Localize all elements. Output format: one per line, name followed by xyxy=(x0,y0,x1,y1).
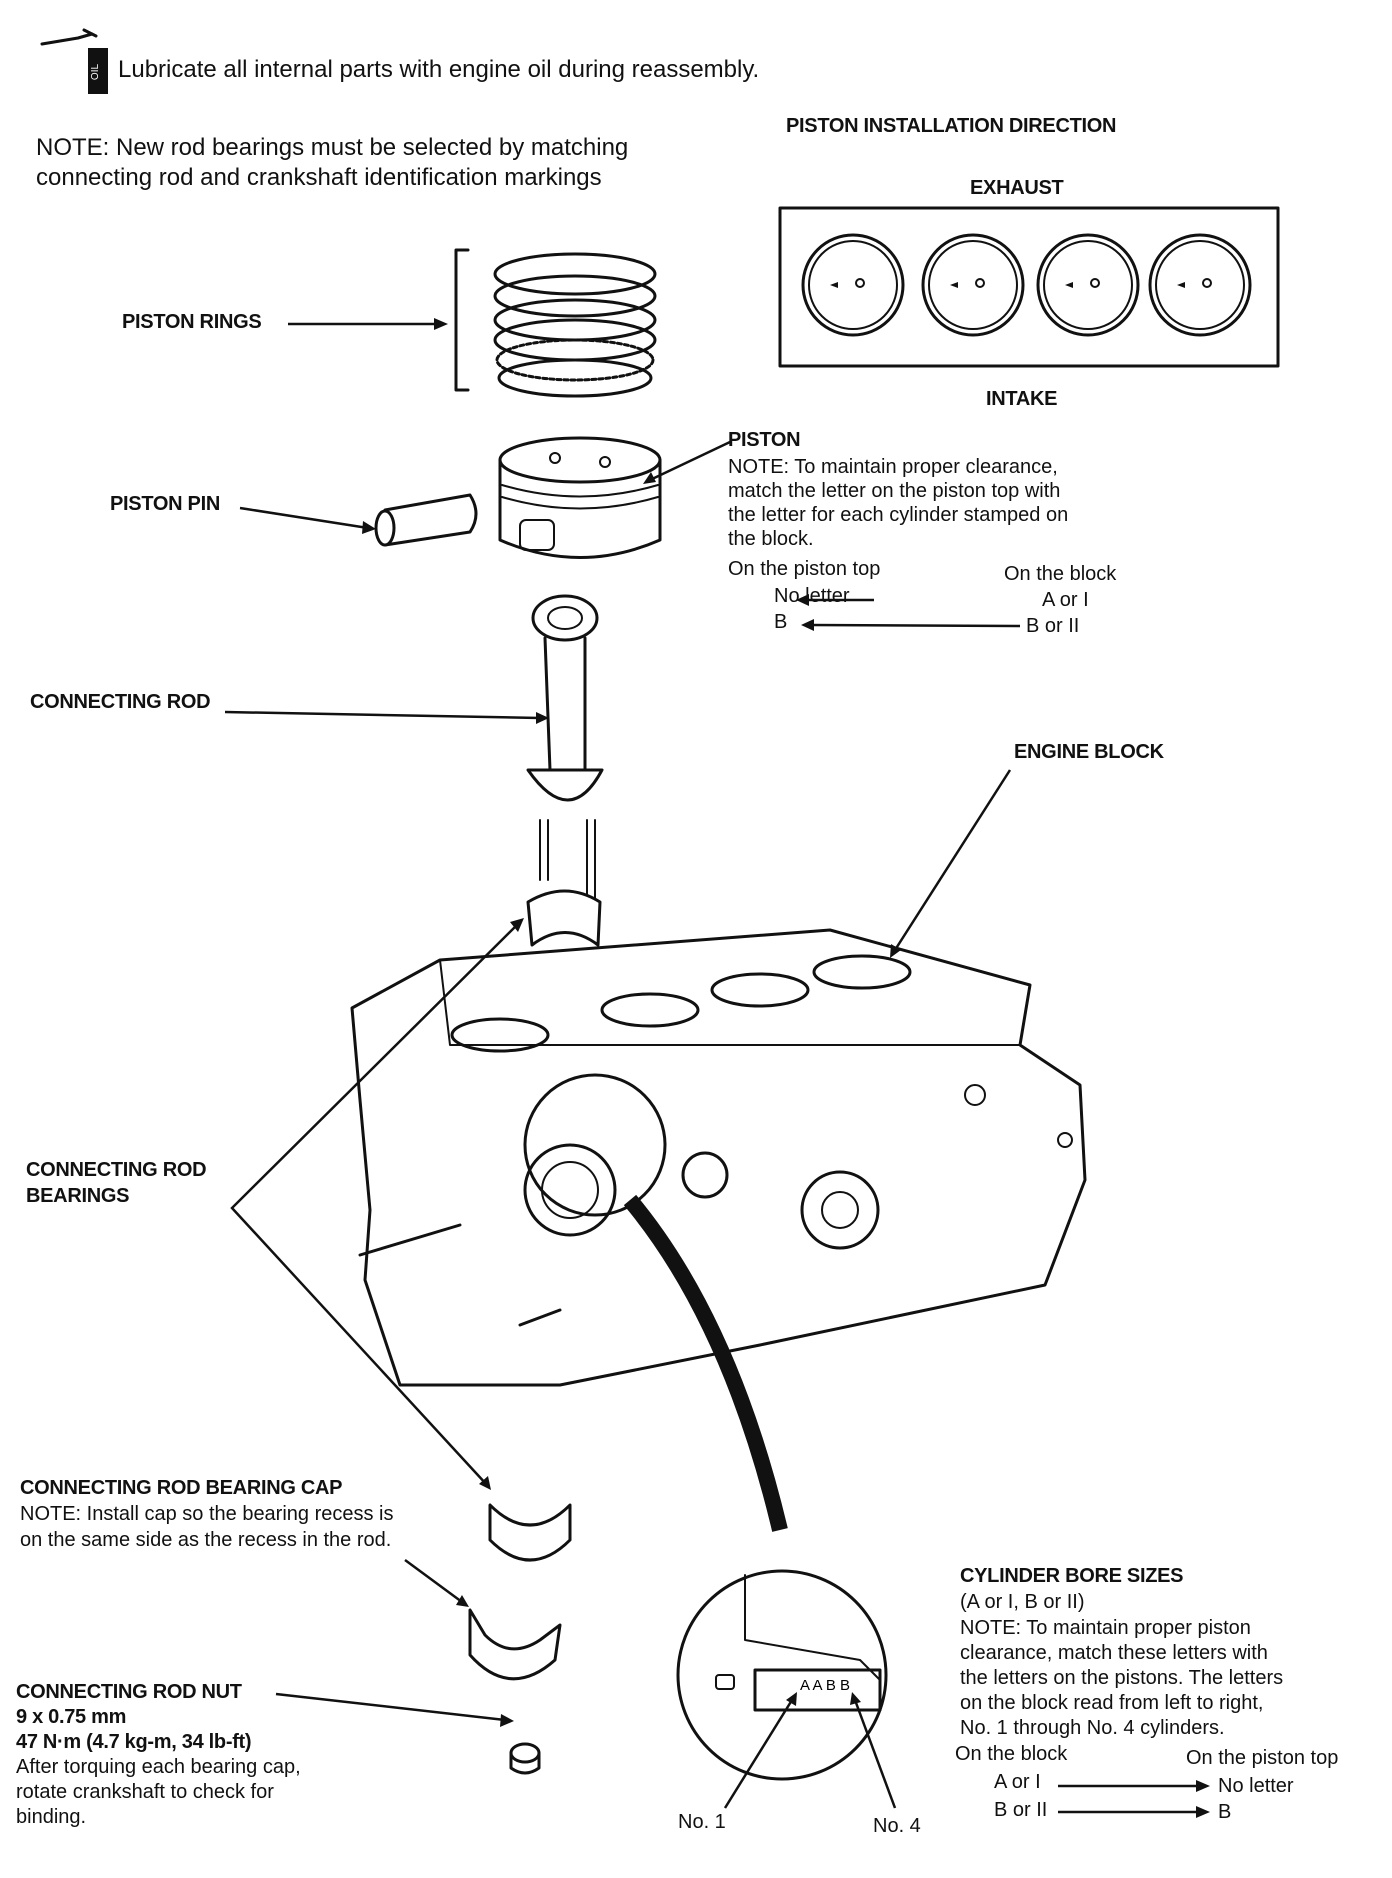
bore-sizes-title: CYLINDER BORE SIZES xyxy=(960,1565,1184,1587)
bore-row-2-right: B xyxy=(1218,1801,1232,1823)
no4-label: No. 4 xyxy=(873,1815,921,1837)
bore-col-right: On the piston top xyxy=(1186,1747,1339,1769)
piston-note-2: match the letter on the piston top with xyxy=(728,480,1061,502)
oil-can-icon: OIL xyxy=(40,28,108,94)
rod-nut-note-1: After torquing each bearing cap, xyxy=(16,1756,301,1778)
bearing-cap-note-1: NOTE: Install cap so the bearing recess … xyxy=(20,1503,394,1525)
rod-bearings-label-1: CONNECTING ROD xyxy=(26,1159,207,1181)
bearing-cap-drawing xyxy=(468,1608,562,1681)
stamp-letters: A A B B xyxy=(800,1677,850,1694)
piston-direction-diagram xyxy=(778,206,1280,368)
bore-row-2-left: B or II xyxy=(994,1799,1048,1821)
leader-lines xyxy=(224,318,1210,1818)
bore-col-left: On the block xyxy=(955,1743,1068,1765)
bore-row-1-right: No letter xyxy=(1218,1775,1294,1797)
oil-can-text: OIL xyxy=(90,64,101,81)
bearing-cap-title: CONNECTING ROD BEARING CAP xyxy=(20,1477,343,1499)
piston-top-1 xyxy=(801,233,905,337)
rod-nut-note-2: rotate crankshaft to check for xyxy=(16,1781,274,1803)
bore-note-3: the letters on the pistons. The letters xyxy=(960,1667,1284,1689)
piston-pin-label: PISTON PIN xyxy=(110,493,220,515)
engine-block-label: ENGINE BLOCK xyxy=(1014,741,1164,763)
piston-col-right: On the block xyxy=(1004,563,1117,585)
oil-note: Lubricate all internal parts with engine… xyxy=(118,56,760,83)
bore-size-detail: A A B B xyxy=(676,1569,888,1781)
lower-bearing-drawing xyxy=(488,1503,572,1562)
piston-top-3 xyxy=(1036,233,1140,337)
bore-sizes-subtitle: (A or I, B or II) xyxy=(960,1591,1085,1613)
exhaust-label: EXHAUST xyxy=(970,177,1064,199)
bearing-cap-note-2: on the same side as the recess in the ro… xyxy=(20,1529,392,1551)
bore-note-2: clearance, match these letters with xyxy=(960,1642,1268,1664)
piston-rings-label: PISTON RINGS xyxy=(122,311,262,333)
piston-note-4: the block. xyxy=(728,528,814,550)
no1-label: No. 1 xyxy=(678,1811,726,1833)
connecting-rod-label: CONNECTING ROD xyxy=(30,691,211,713)
piston-note-1: NOTE: To maintain proper clearance, xyxy=(728,456,1058,478)
piston-row-1-right: A or I xyxy=(1042,589,1089,611)
note-line-2: connecting rod and crankshaft identifica… xyxy=(36,164,602,191)
piston-col-left: On the piston top xyxy=(728,558,881,580)
rod-nut-drawing xyxy=(509,1742,541,1775)
piston-note-3: the letter for each cylinder stamped on xyxy=(728,504,1069,526)
intake-label: INTAKE xyxy=(986,388,1058,410)
rod-nut-torque: 47 N·m (4.7 kg-m, 34 lb-ft) xyxy=(16,1731,252,1753)
piston-top-4 xyxy=(1148,233,1252,337)
piston-pin-drawing xyxy=(374,493,478,547)
bore-note-1: NOTE: To maintain proper piston xyxy=(960,1617,1251,1639)
piston-title: PISTON xyxy=(728,429,801,451)
piston-row-2-left: B xyxy=(774,611,788,633)
piston-top-2 xyxy=(921,233,1025,337)
note-line-1: NOTE: New rod bearings must be selected … xyxy=(36,134,629,161)
bore-row-1-left: A or I xyxy=(994,1771,1041,1793)
rod-nut-size: 9 x 0.75 mm xyxy=(16,1706,127,1728)
upper-bearing-drawing xyxy=(526,889,602,947)
bore-note-4: on the block read from left to right, xyxy=(960,1692,1264,1714)
piston-direction-title: PISTON INSTALLATION DIRECTION xyxy=(786,115,1117,137)
piston-drawing xyxy=(498,436,662,559)
rod-nut-title: CONNECTING ROD NUT xyxy=(16,1681,242,1703)
connecting-rod-drawing xyxy=(526,594,604,901)
rod-bearings-label-2: BEARINGS xyxy=(26,1185,130,1207)
engine-block-drawing xyxy=(350,928,1087,1532)
bore-note-5: No. 1 through No. 4 cylinders. xyxy=(960,1717,1225,1739)
piston-rings-drawing xyxy=(454,248,657,398)
piston-row-1-left: No letter xyxy=(774,585,850,607)
piston-row-2-right: B or II xyxy=(1026,615,1080,637)
rod-nut-note-3: binding. xyxy=(16,1806,87,1828)
